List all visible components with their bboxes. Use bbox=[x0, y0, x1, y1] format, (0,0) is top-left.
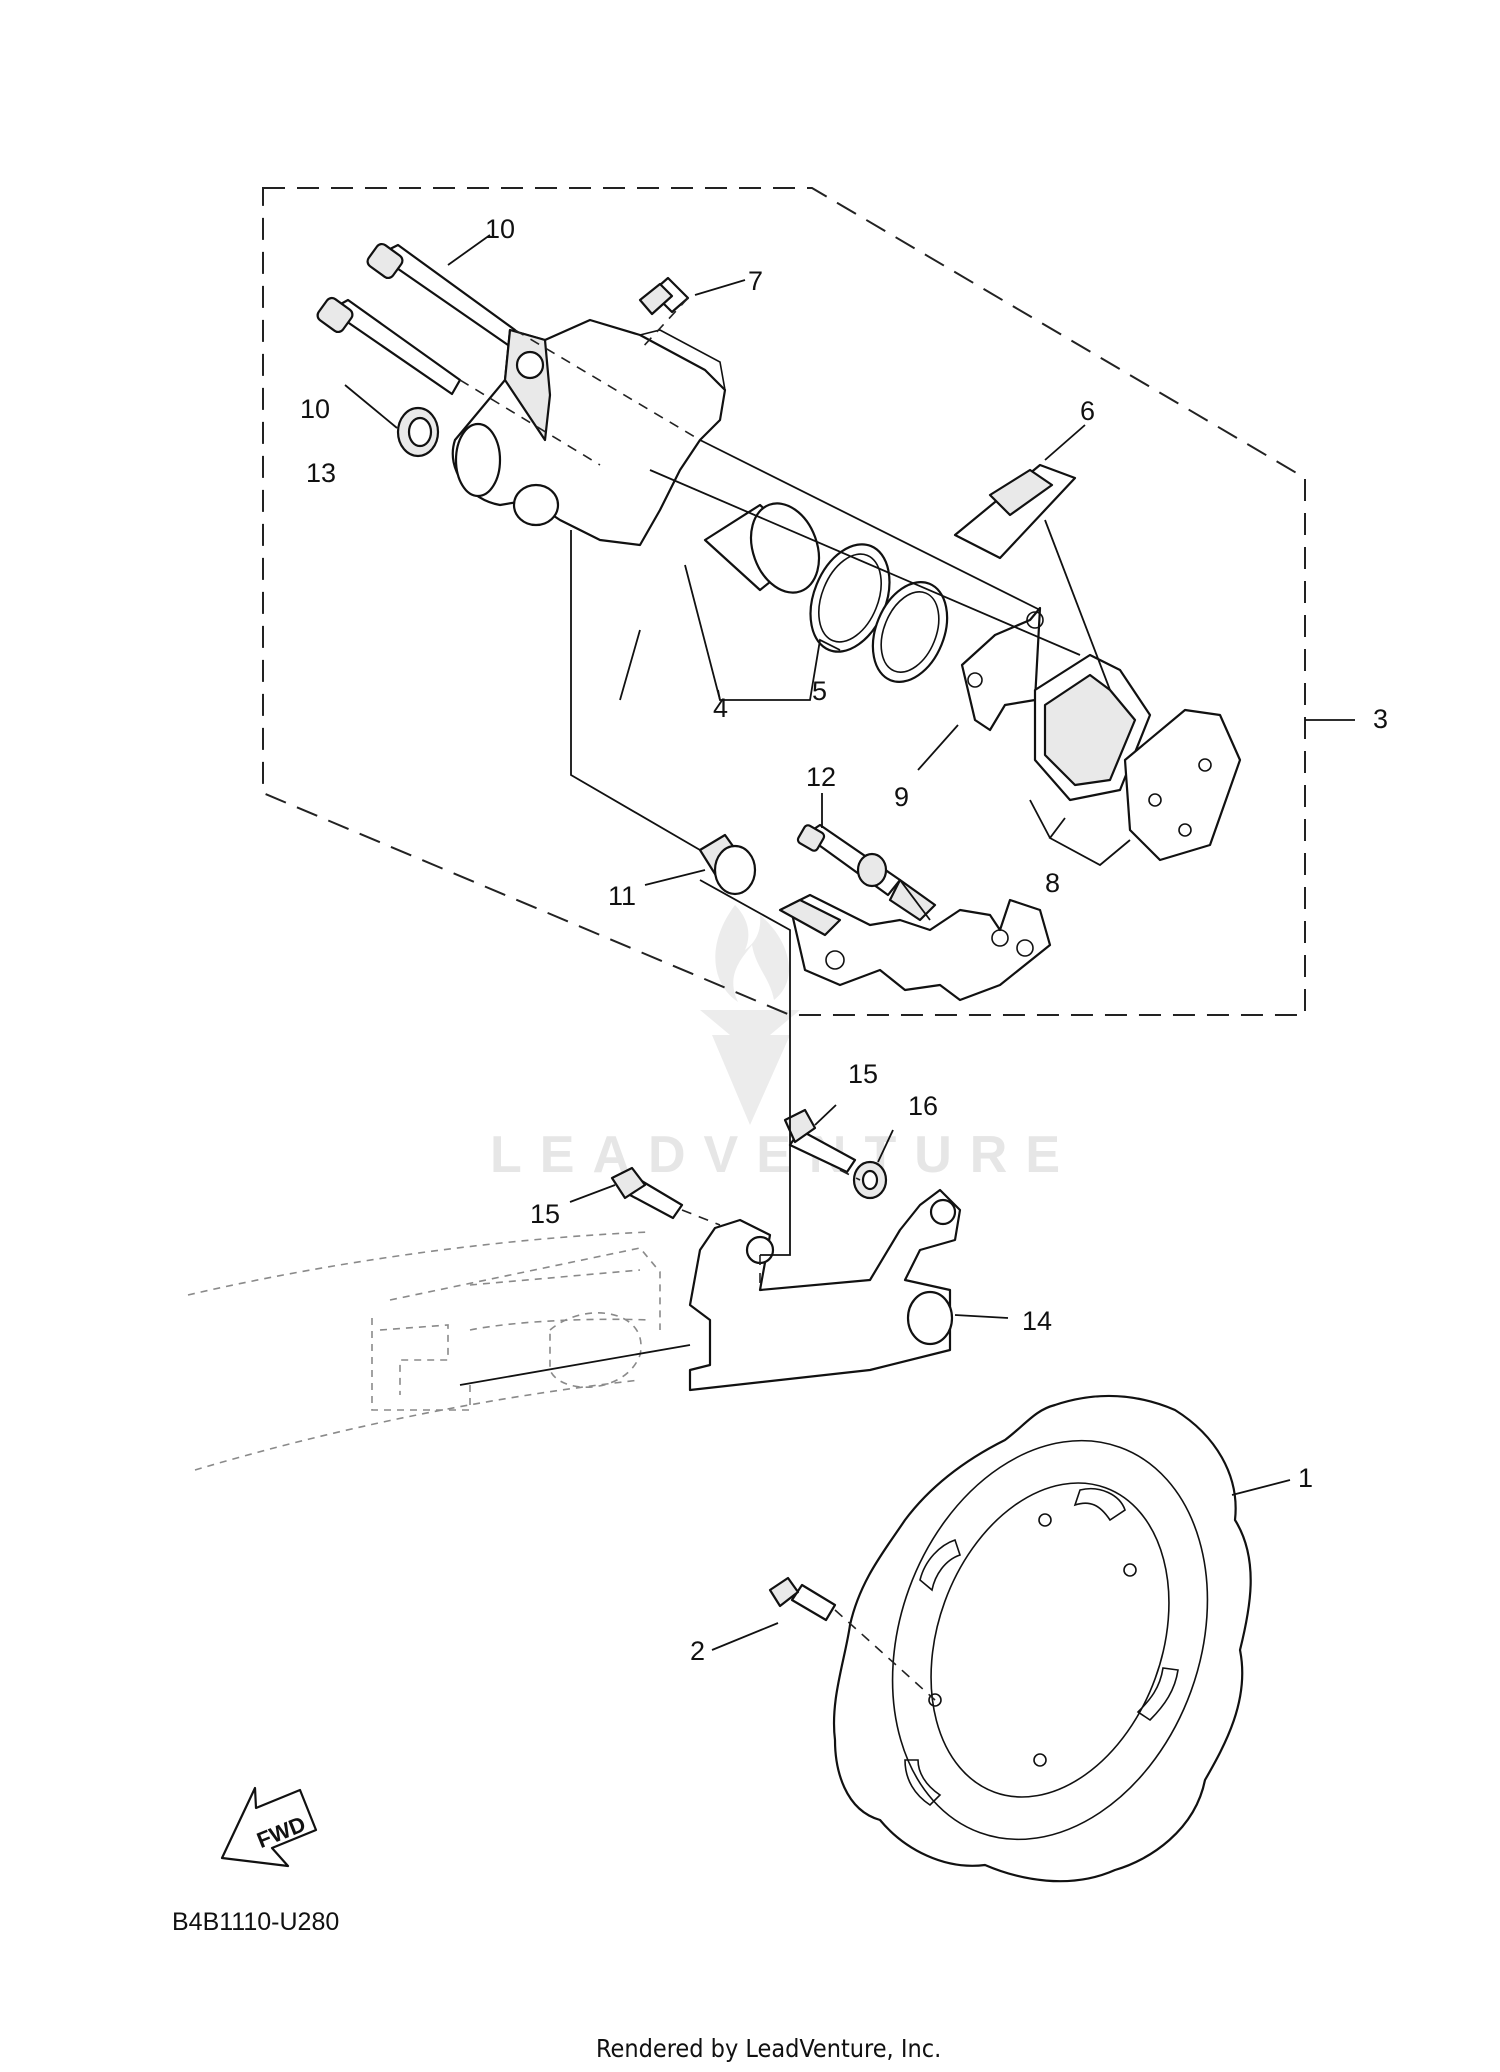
callout-16: 16 bbox=[908, 1091, 938, 1121]
callout-10-lower: 10 bbox=[300, 394, 330, 424]
leadventure-watermark: LEADVENTURE bbox=[490, 905, 1078, 1184]
callout-leaders bbox=[344, 234, 1355, 1651]
callout-8: 8 bbox=[1045, 868, 1060, 898]
caliper-bracket bbox=[778, 878, 1052, 1002]
brake-pad-inner bbox=[1033, 653, 1152, 802]
caliper-piston bbox=[703, 502, 821, 594]
callout-10-upper: 10 bbox=[485, 214, 515, 244]
bracket-bolt-upper bbox=[783, 1108, 857, 1174]
bleed-screw bbox=[638, 276, 690, 316]
callout-4: 4 bbox=[713, 693, 728, 723]
callout-13: 13 bbox=[306, 458, 336, 488]
callout-3: 3 bbox=[1373, 704, 1388, 734]
callout-9: 9 bbox=[894, 782, 909, 812]
callout-6: 6 bbox=[1080, 396, 1095, 426]
pin-boot bbox=[396, 406, 440, 458]
callout-2: 2 bbox=[690, 1636, 705, 1666]
caliper-kit-dashed-boundary bbox=[262, 187, 1306, 1016]
slide-pin bbox=[796, 823, 902, 897]
brake-pad-outer bbox=[1123, 708, 1242, 862]
piston-seals bbox=[809, 543, 949, 683]
disc-bolt bbox=[768, 1576, 837, 1622]
watermark-text: LEADVENTURE bbox=[490, 1126, 1078, 1184]
pad-spring bbox=[953, 463, 1077, 560]
callout-15-upper: 15 bbox=[848, 1059, 878, 1089]
slide-pin-boot bbox=[698, 833, 757, 896]
callout-1: 1 bbox=[1298, 1463, 1313, 1493]
callout-15-lower: 15 bbox=[530, 1199, 560, 1229]
assembly-reference-lines bbox=[459, 439, 1081, 1386]
callout-12: 12 bbox=[806, 762, 836, 792]
callout-7: 7 bbox=[748, 266, 763, 296]
leadventure-logo-mark bbox=[700, 905, 800, 1125]
brake-disc bbox=[832, 1394, 1252, 1883]
pad-shim bbox=[960, 606, 1044, 732]
forward-direction-arrow: FWD bbox=[220, 1786, 318, 1868]
callout-11: 11 bbox=[608, 881, 636, 911]
footer-credit: Rendered by LeadVenture, Inc. bbox=[596, 2034, 941, 2063]
caliper-support-bracket bbox=[688, 1188, 962, 1392]
washer bbox=[852, 1160, 888, 1200]
swingarm-ghost-outline bbox=[187, 1231, 661, 1471]
bracket-bolt-lower bbox=[610, 1166, 684, 1220]
callout-labels: 10 10 7 13 6 3 4 5 9 8 12 11 15 16 15 14… bbox=[300, 214, 1388, 1666]
caliper-pin-lower bbox=[316, 296, 462, 396]
caliper-body bbox=[451, 318, 727, 547]
diagram-code: B4B1110-U280 bbox=[172, 1908, 339, 1936]
assembly-dashed-lines bbox=[459, 297, 936, 1701]
callout-14: 14 bbox=[1022, 1306, 1052, 1336]
callout-5: 5 bbox=[812, 676, 827, 706]
